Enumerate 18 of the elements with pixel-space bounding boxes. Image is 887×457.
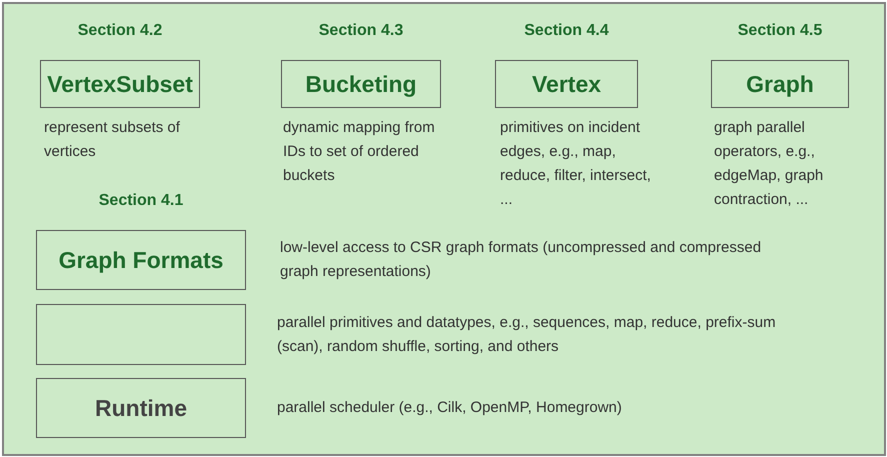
section-heading: Section 4.3 [318,22,404,40]
component-box: Bucketing [281,60,441,108]
description-text: graph parallel operators, e.g., edgeMap, graph contraction, ... [714,118,824,210]
component-box: Vertex [495,60,638,108]
component-box: Graph Formats [36,230,246,290]
description-text: parallel primitives and datatypes, e.g., sequences, map, reduce, prefix-sum (scan), random shuffle, sorting, and others [277,313,777,357]
component-box: Runtime [36,378,246,438]
description-text: represent subsets of vertices [44,118,181,162]
component-box: Graph [711,60,849,108]
description-text: primitives on incident edges, e.g., map, reduce, filter, intersect, ... [500,118,652,210]
description-text: parallel scheduler (e.g., Cilk, OpenMP, Homegrown) [277,398,623,418]
section-heading: Section 4.2 [76,22,164,40]
description-text: low-level access to CSR graph formats (uncompressed and compressed graph representations) [280,238,762,282]
component-box: VertexSubset [40,60,200,108]
section-heading: Section 4.5 [736,22,824,40]
section-heading: Section 4.1 [98,192,184,210]
section-heading: Section 4.4 [523,22,610,40]
description-text: dynamic mapping from IDs to set of ordered buckets [283,118,436,186]
